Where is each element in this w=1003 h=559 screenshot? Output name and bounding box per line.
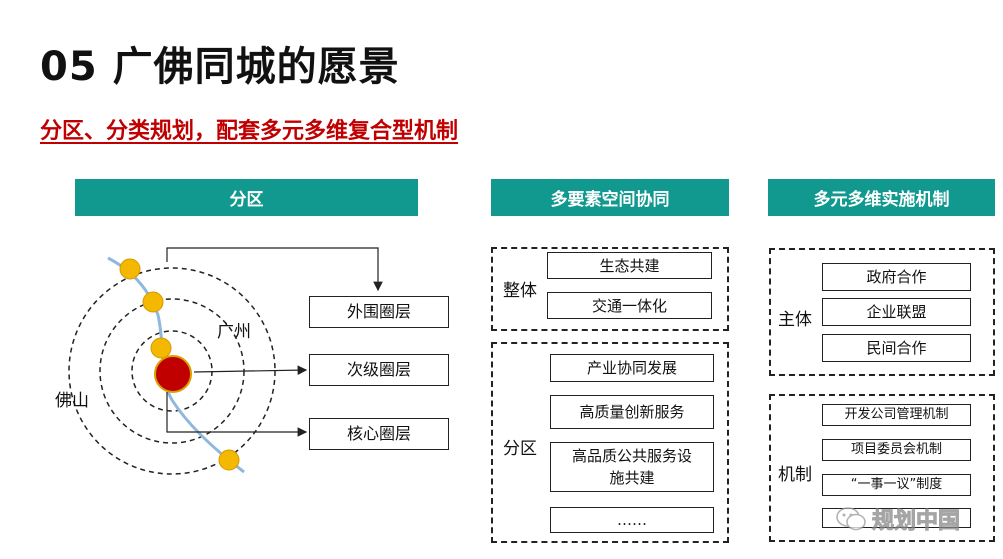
layer-core: 核心圈层	[309, 418, 449, 450]
overall-item: 生态共建	[547, 252, 712, 279]
zone-header: 分区	[75, 179, 418, 216]
node-lower	[218, 449, 240, 471]
foshan-label: 佛山	[55, 391, 89, 411]
watermark: 规划中国	[836, 503, 961, 535]
arrow-outer	[166, 247, 383, 292]
district-label: 分区	[503, 439, 537, 459]
watermark-text: 规划中国	[871, 509, 961, 535]
layer-outer: 外围圈层	[309, 296, 449, 328]
district-group	[491, 342, 729, 543]
mechanism-item: 项目委员会机制	[822, 439, 971, 461]
overall-group	[491, 247, 729, 331]
node-middle	[142, 291, 164, 313]
overall-item: 交通一体化	[547, 292, 712, 319]
node-inner	[150, 337, 172, 359]
guangzhou-label: 广州	[217, 322, 251, 342]
arrow-core	[166, 392, 308, 437]
subject-item: 政府合作	[822, 263, 971, 291]
subject-group	[769, 248, 995, 376]
wechat-icon	[836, 507, 866, 531]
district-item: 高品质公共服务设施共建	[550, 442, 714, 492]
mechanism-group	[769, 394, 995, 542]
page-subtitle: 分区、分类规划，配套多元多维复合型机制	[40, 119, 459, 144]
mechanism-item: “一事一议”制度	[822, 474, 971, 496]
layer-secondary: 次级圈层	[309, 354, 449, 386]
subject-item: 企业联盟	[822, 298, 971, 326]
district-item: 产业协同发展	[550, 354, 714, 382]
district-item: ……	[550, 507, 714, 533]
subject-label: 主体	[778, 310, 812, 330]
mechanism-item: 开发公司管理机制	[822, 404, 971, 426]
coordination-header: 多要素空间协同	[491, 179, 729, 216]
mechanism-header: 多元多维实施机制	[768, 179, 995, 216]
node-outer	[119, 258, 141, 280]
mechanism-label: 机制	[778, 465, 812, 485]
district-item: 高质量创新服务	[550, 395, 714, 429]
core-node	[154, 355, 192, 393]
page-title: 05 广佛同城的愿景	[40, 44, 400, 90]
inner-ring	[131, 330, 213, 412]
subject-item: 民间合作	[822, 334, 971, 362]
overall-label: 整体	[503, 281, 537, 301]
arrow-middle	[193, 365, 308, 375]
